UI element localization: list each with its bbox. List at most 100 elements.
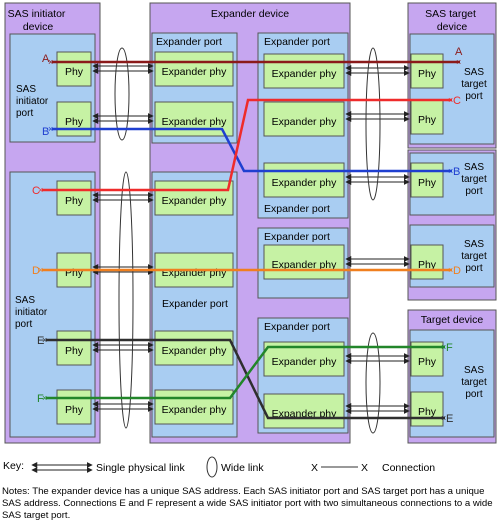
connection-b-label: B — [453, 166, 460, 178]
connection-e-label: E — [37, 335, 44, 347]
connection-d-endpoint: × — [448, 265, 453, 275]
physical-links — [92, 63, 410, 414]
connection-a-label: A — [455, 46, 463, 58]
phy-box — [56, 389, 92, 425]
connection-f-label: F — [37, 393, 44, 405]
expander-phy-label: Expander phy — [272, 68, 338, 80]
key-single-link-label: Single physical link — [96, 462, 185, 474]
expander-phy-box — [154, 180, 234, 216]
expander-port-label: Expander port — [264, 203, 330, 215]
key-connection-start: X — [311, 462, 318, 474]
expander-device-title: Expander device — [211, 8, 289, 20]
wide-link-ellipse — [114, 47, 130, 141]
key-title: Key: — [3, 460, 24, 472]
connection-c-label: C — [32, 185, 40, 197]
phy-label: Phy — [418, 356, 437, 368]
sas-topology-diagram: SAS initiator device Expander device SAS… — [3, 2, 497, 478]
expander-port-label: Expander port — [264, 231, 330, 243]
expander-phy-label: Expander phy — [272, 259, 338, 271]
connection-e-endpoint: × — [441, 413, 446, 423]
expander-phy-label: Expander phy — [162, 116, 228, 128]
wide-link-ellipse — [365, 332, 381, 434]
key-connection-label: Connection — [382, 462, 435, 474]
connection-d-label: D — [453, 265, 461, 277]
phy-box — [410, 162, 444, 198]
target-device-title-bottom: Target device — [421, 314, 484, 326]
phy-box — [410, 53, 444, 89]
expander-phy-label: Expander phy — [162, 195, 228, 207]
expander-phy-box — [154, 330, 234, 366]
connection-f-label: F — [446, 342, 453, 354]
expander-port-label: Expander port — [264, 36, 330, 48]
expander-phy-box — [154, 389, 234, 425]
initiator-port-1-label: SAS initiator port — [16, 84, 51, 119]
connection-b-endpoint: × — [448, 166, 453, 176]
target-phys: Phy Phy Phy Phy Phy Phy — [410, 53, 444, 427]
phy-box — [56, 330, 92, 366]
connection-a-label: A — [42, 53, 50, 65]
connection-e-label: E — [446, 413, 453, 425]
key: Key: Single physical link Wide link X X … — [3, 456, 435, 478]
phy-label: Phy — [65, 116, 84, 128]
wide-links — [114, 47, 381, 434]
expander-phy-box — [263, 101, 345, 137]
phy-label: Phy — [65, 404, 84, 416]
phy-label: Phy — [418, 406, 437, 418]
connection-a-endpoint: × — [48, 57, 53, 67]
connection-c-line — [42, 98, 452, 192]
connection-c-endpoint: × — [448, 95, 453, 105]
key-connection-end: X — [361, 462, 368, 474]
expander-phy-box — [263, 53, 345, 89]
phy-label: Phy — [418, 259, 437, 271]
expander-phy-label: Expander phy — [272, 356, 338, 368]
connection-b-endpoint: × — [48, 124, 53, 134]
expander-port-label: Expander port — [156, 36, 222, 48]
wide-link-ellipse — [365, 47, 381, 201]
phy-label: Phy — [65, 66, 84, 78]
connection-a-endpoint: × — [456, 57, 461, 67]
expander-phy-box — [263, 162, 345, 198]
connection-c-label: C — [453, 95, 461, 107]
expander-phy-box — [154, 101, 234, 137]
connection-endpoints: × × × × × × × × × × × × — [38, 57, 461, 423]
expander-phy-label: Expander phy — [272, 177, 338, 189]
phy-label: Phy — [418, 114, 437, 126]
connection-b-label: B — [42, 126, 49, 138]
wide-link-ellipse — [118, 171, 134, 429]
connection-f-line — [46, 345, 445, 400]
target-device-title: SAS target device — [425, 8, 479, 33]
connection-d-endpoint: × — [38, 265, 43, 275]
phy-label: Phy — [418, 68, 437, 80]
phy-label: Phy — [65, 345, 84, 357]
expander-phy-box — [263, 244, 345, 280]
connection-c-endpoint: × — [38, 185, 43, 195]
phy-box — [56, 51, 92, 87]
phy-box — [410, 244, 444, 280]
key-wide-link-ellipse — [206, 456, 218, 478]
phy-label: Phy — [65, 195, 84, 207]
connection-e-endpoint: × — [42, 335, 47, 345]
connections — [42, 60, 460, 420]
connection-e-line — [46, 338, 445, 420]
connection-f-endpoint: × — [441, 342, 446, 352]
expander-phy-box — [263, 393, 345, 429]
expander-phy-label: Expander phy — [272, 116, 338, 128]
initiator-port-2-label: SAS initiator port — [15, 295, 50, 330]
expander-phys-right: Expander phy Expander phy Expander phy E… — [263, 53, 345, 429]
connection-letters: A A B B C C D D E E F F — [32, 46, 463, 425]
phy-box — [410, 99, 444, 135]
phy-box — [410, 391, 444, 427]
expander-phy-label: Expander phy — [162, 345, 228, 357]
key-wide-link-label: Wide link — [221, 462, 264, 474]
connection-f-endpoint: × — [42, 393, 47, 403]
initiator-device-title: SAS initiator device — [8, 8, 69, 33]
notes-text: Notes: The expander device has a unique … — [2, 486, 493, 521]
phy-box — [56, 101, 92, 137]
expander-phy-label: Expander phy — [162, 404, 228, 416]
expander-phy-label: Expander phy — [162, 66, 228, 78]
